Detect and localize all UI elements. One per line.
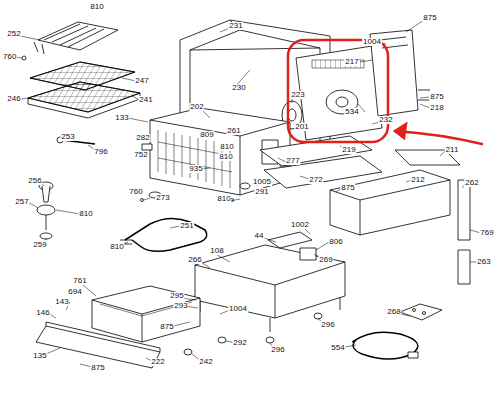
callout-number: 262 (464, 179, 479, 187)
callout-number: 810 (219, 143, 234, 151)
callout-number: 809 (199, 131, 214, 139)
callout-number: 211 (445, 146, 460, 154)
callout-number: 282 (135, 134, 150, 142)
callout-number: 534 (344, 108, 359, 116)
callout-number: 752 (133, 151, 148, 159)
callout-number: 935 (188, 165, 203, 173)
callout-number: 231 (228, 22, 243, 30)
callout-number: 875 (159, 323, 174, 331)
callout-number: 251 (179, 222, 194, 230)
callout-number: 296 (320, 321, 335, 329)
callout-number: 293 (173, 302, 188, 310)
callout-number: 247 (134, 77, 149, 85)
callout-number: 268 (386, 308, 401, 316)
callout-number: 218 (429, 104, 444, 112)
callout-number: 242 (198, 358, 213, 366)
callout-number: 219 (341, 146, 356, 154)
callout-number: 796 (93, 148, 108, 156)
callout-number: 133 (114, 114, 129, 122)
callout-number: 266 (187, 256, 202, 264)
callout-number: 875 (340, 184, 355, 192)
callout-number: 44 (254, 232, 265, 240)
callout-number: 806 (328, 238, 343, 246)
callout-number: 241 (138, 96, 153, 104)
callout-number: 760 (128, 188, 143, 196)
callout-number: 223 (290, 91, 305, 99)
callout-number: 1004 (228, 305, 248, 313)
callout-number: 292 (232, 339, 247, 347)
callout-number: 273 (155, 194, 170, 202)
callout-number: 232 (378, 116, 393, 124)
callout-number: 296 (270, 346, 285, 354)
callout-number: 143 (54, 298, 69, 306)
callout-number: 272 (308, 176, 323, 184)
callout-number: 135 (32, 352, 47, 360)
callout-number: 291 (254, 188, 269, 196)
callout-number: 146 (35, 309, 50, 317)
callout-number: 875 (90, 364, 105, 372)
callout-number: 263 (476, 258, 491, 266)
callout-number: 1005 (252, 178, 272, 186)
callout-number: 259 (32, 241, 47, 249)
callout-number: 108 (209, 247, 224, 255)
callout-number: 769 (479, 229, 494, 237)
callout-number: 217 (344, 58, 359, 66)
callout-number: 256 (27, 177, 42, 185)
callout-number: 554 (330, 344, 345, 352)
callout-number: 810 (216, 195, 231, 203)
callout-number: 810 (78, 210, 93, 218)
callout-number: 760 (2, 53, 17, 61)
callout-number: 212 (410, 176, 425, 184)
callout-number: 295 (169, 292, 184, 300)
callout-number: 222 (150, 358, 165, 366)
callout-number: 875 (422, 14, 437, 22)
callout-number: 257 (14, 198, 29, 206)
callout-number: 810 (89, 3, 104, 11)
callout-number: 810 (218, 153, 233, 161)
callout-number: 230 (231, 84, 246, 92)
callout-number: 694 (67, 288, 82, 296)
callout-number: 202 (189, 103, 204, 111)
callout-number: 1002 (290, 221, 310, 229)
callout-number: 252 (6, 30, 21, 38)
callout-number: 253 (60, 133, 75, 141)
callout-number: 246 (6, 95, 21, 103)
callout-number: 810 (109, 243, 124, 251)
callout-number: 1004 (362, 38, 382, 46)
callout-number: 875 (429, 93, 444, 101)
callout-number: 261 (226, 127, 241, 135)
callout-number: 269 (318, 256, 333, 264)
callout-number: 277 (285, 157, 300, 165)
callout-number: 201 (294, 123, 309, 131)
callout-number: 761 (72, 277, 87, 285)
